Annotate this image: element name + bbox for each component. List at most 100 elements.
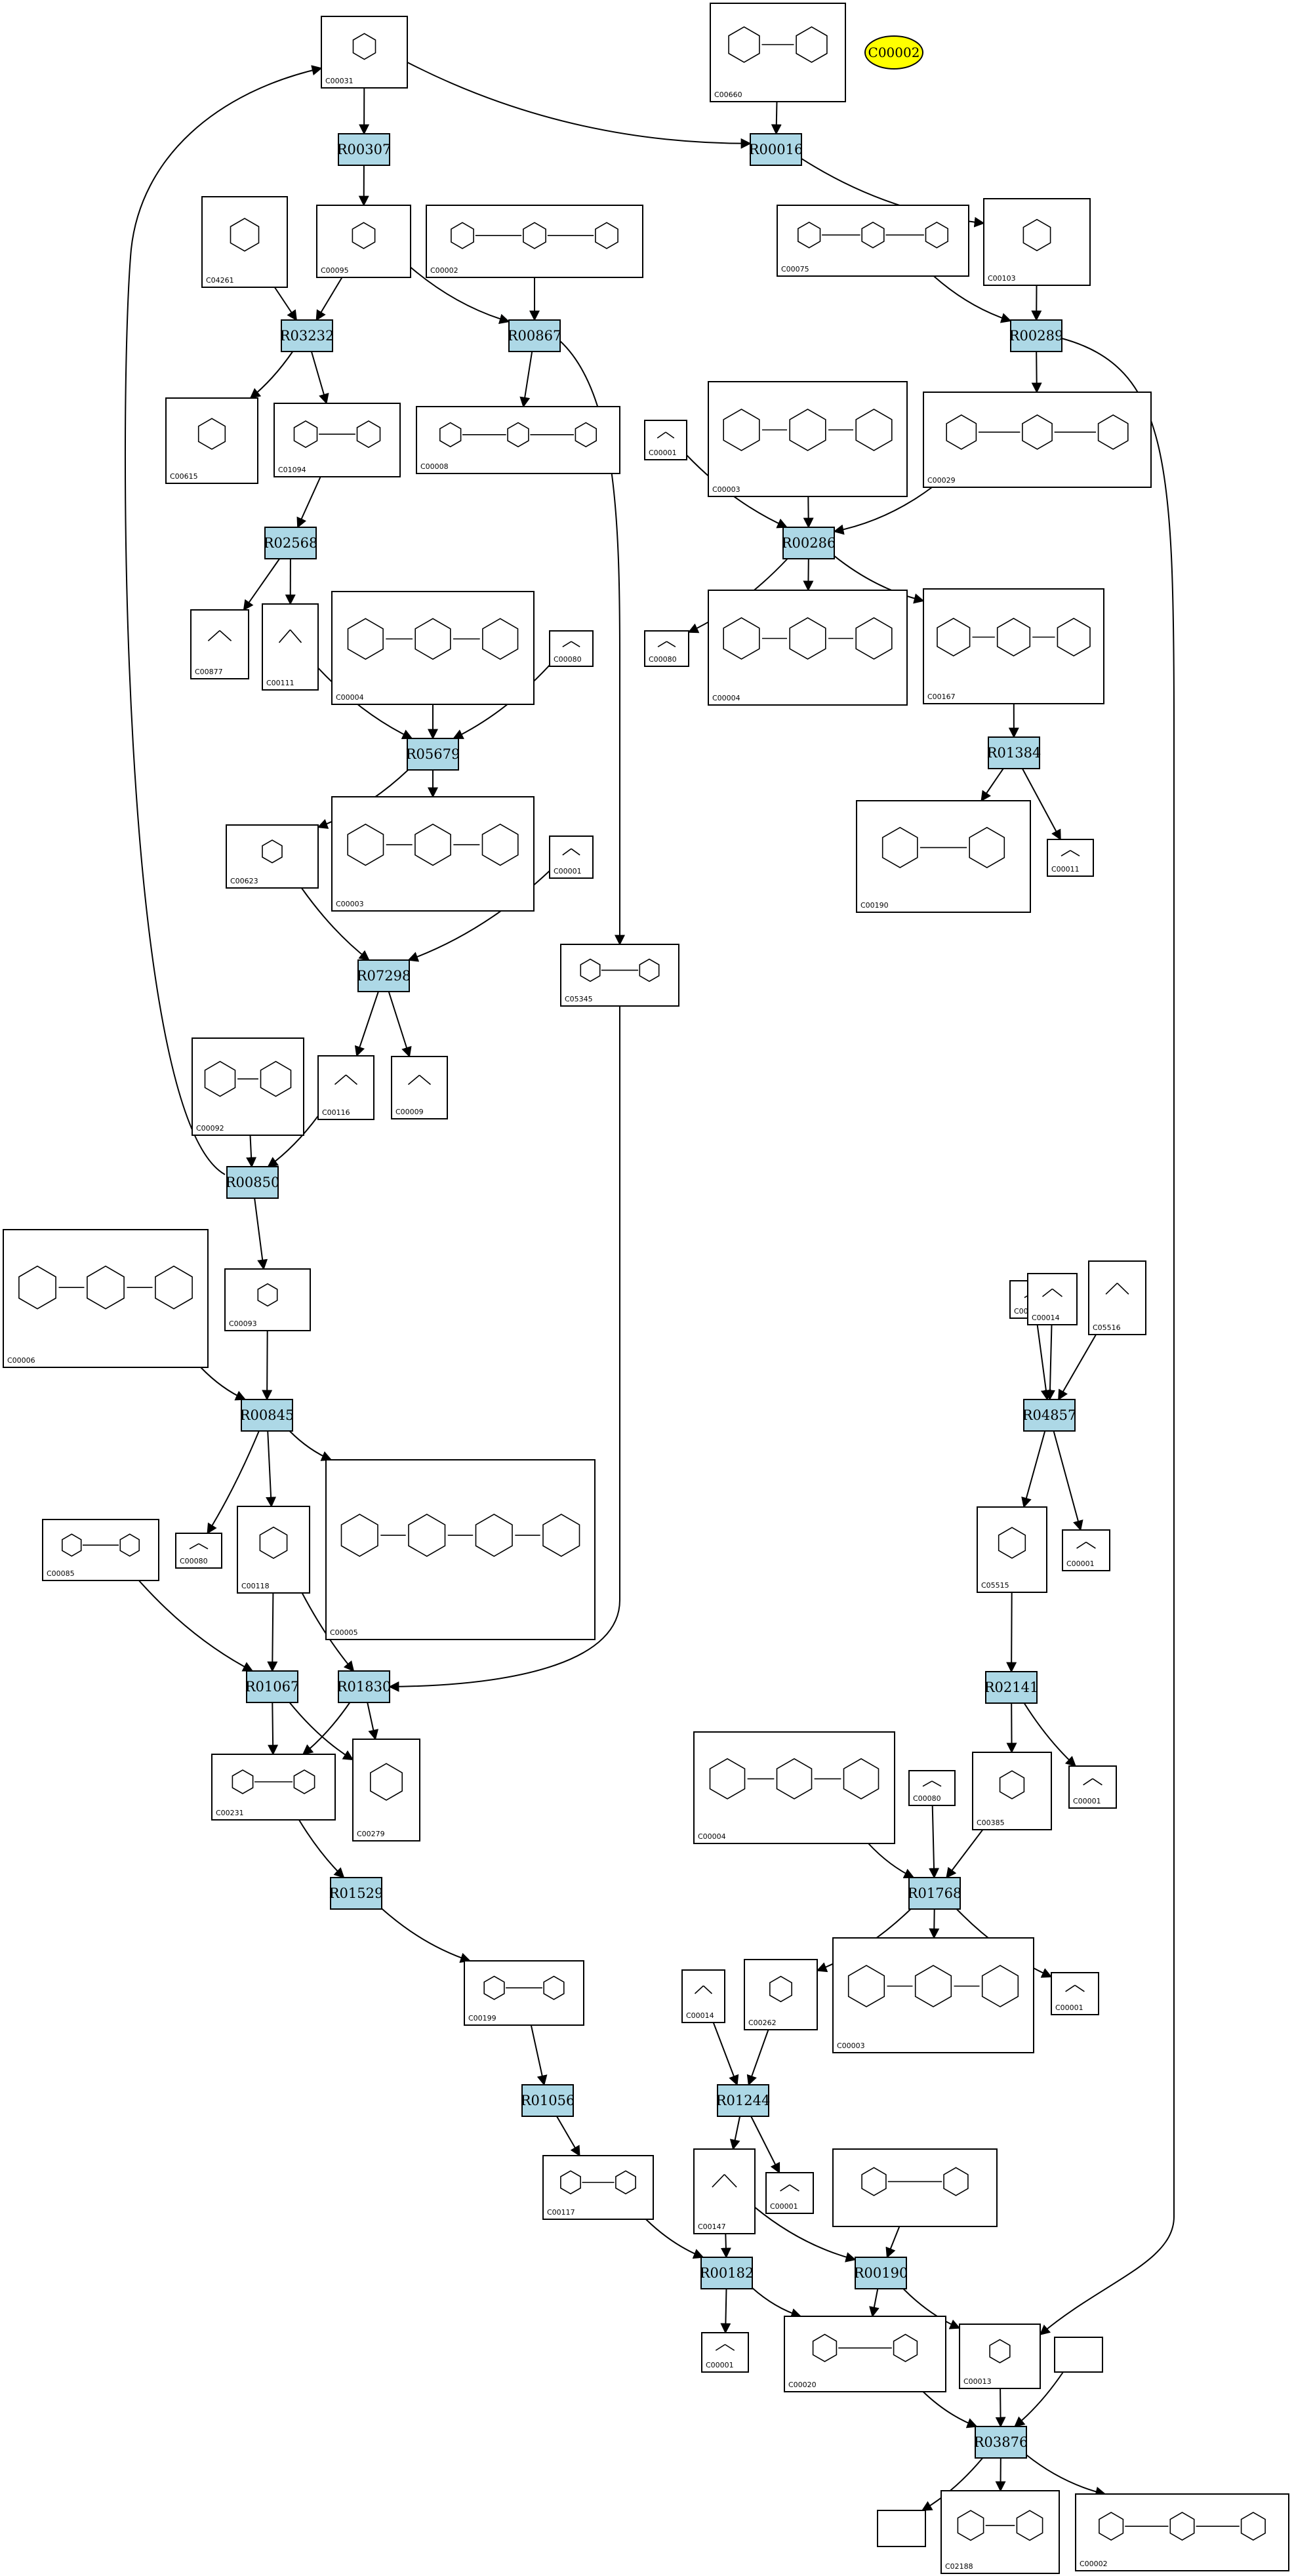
reaction-box[interactable] xyxy=(241,1399,293,1432)
compound-node-C00013[interactable]: C00013 xyxy=(959,2324,1041,2389)
compound-node-C00118[interactable]: C00118 xyxy=(237,1506,310,1594)
compound-box[interactable] xyxy=(1075,2493,1289,2571)
compound-box[interactable] xyxy=(190,609,249,679)
compound-box[interactable] xyxy=(165,397,258,484)
reaction-box[interactable] xyxy=(521,2084,574,2117)
highlight-ellipse[interactable] xyxy=(864,35,923,70)
compound-box[interactable] xyxy=(708,590,908,706)
compound-node-C00001e[interactable]: C00001 xyxy=(1051,1972,1099,2015)
compound-box[interactable] xyxy=(316,205,411,278)
compound-box[interactable] xyxy=(542,2155,654,2220)
compound-node-C00080b[interactable]: C00080 xyxy=(644,630,689,667)
compound-box[interactable] xyxy=(877,2510,926,2547)
reaction-box[interactable] xyxy=(988,736,1040,769)
compound-node-C00231[interactable]: C00231 xyxy=(211,1754,336,1821)
compound-box[interactable] xyxy=(856,800,1031,913)
reaction-node-R07298[interactable]: R07298 xyxy=(357,959,411,992)
compound-box[interactable] xyxy=(224,1268,311,1331)
compound-box[interactable] xyxy=(693,1731,895,1844)
reaction-node-R01830[interactable]: R01830 xyxy=(337,1670,392,1703)
compound-box[interactable] xyxy=(1027,1273,1078,1325)
compound-node-C00004b[interactable]: C00004 xyxy=(708,590,908,706)
compound-node-C00020[interactable]: C00020 xyxy=(784,2316,946,2392)
compound-box[interactable] xyxy=(959,2324,1041,2389)
compound-box[interactable] xyxy=(1062,1529,1110,1571)
reaction-box[interactable] xyxy=(226,1166,279,1199)
reaction-node-R00190[interactable]: R00190 xyxy=(854,2257,908,2289)
compound-node-C00877[interactable]: C00877 xyxy=(190,609,249,679)
compound-box[interactable] xyxy=(175,1533,222,1569)
reaction-node-R00016[interactable]: R00016 xyxy=(749,133,803,166)
compound-box[interactable] xyxy=(681,1969,725,2023)
compound-node-C00111[interactable]: C00111 xyxy=(262,603,319,691)
reaction-node-R04857[interactable]: R04857 xyxy=(1022,1399,1077,1432)
compound-box[interactable] xyxy=(744,1959,818,2030)
compound-box[interactable] xyxy=(1068,1765,1117,1809)
compound-node-C00147[interactable]: C00147 xyxy=(693,2148,756,2234)
compound-node-C00190[interactable]: C00190 xyxy=(856,800,1031,913)
reaction-node-R00845[interactable]: R00845 xyxy=(240,1399,294,1432)
reaction-node-R00307[interactable]: R00307 xyxy=(337,133,392,166)
compound-node-C00031[interactable]: C00031 xyxy=(321,16,408,89)
compound-node-C00167[interactable]: C00167 xyxy=(923,588,1104,704)
compound-node-C00003b[interactable]: C00003 xyxy=(331,796,535,912)
compound-node-C00empty1[interactable] xyxy=(1054,2337,1103,2373)
reaction-box[interactable] xyxy=(782,527,835,559)
compound-node-C00385[interactable]: C00385 xyxy=(972,1752,1052,1830)
compound-node-C00080d[interactable]: C00080 xyxy=(908,1770,956,1806)
compound-box[interactable] xyxy=(832,2148,998,2227)
reaction-box[interactable] xyxy=(281,319,333,352)
compound-box[interactable] xyxy=(710,3,846,102)
compound-node-C00001a[interactable]: C00001 xyxy=(644,420,687,460)
reaction-box[interactable] xyxy=(338,133,390,166)
compound-box[interactable] xyxy=(273,403,401,477)
compound-box[interactable] xyxy=(832,1937,1034,2053)
compound-box[interactable] xyxy=(940,2490,1060,2574)
reaction-node-R03876[interactable]: R03876 xyxy=(974,2426,1028,2459)
compound-node-C00029[interactable]: C00029 xyxy=(923,392,1152,488)
compound-box[interactable] xyxy=(693,2148,756,2234)
compound-node-C00085[interactable]: C00085 xyxy=(42,1519,159,1581)
compound-box[interactable] xyxy=(923,392,1152,488)
compound-box[interactable] xyxy=(549,630,594,667)
compound-node-C00empty2[interactable] xyxy=(877,2510,926,2547)
reaction-node-R01768[interactable]: R01768 xyxy=(908,1877,962,1910)
reaction-box[interactable] xyxy=(985,1671,1038,1704)
compound-box[interactable] xyxy=(331,591,535,705)
compound-box[interactable] xyxy=(237,1506,310,1594)
compound-box[interactable] xyxy=(784,2316,946,2392)
compound-node-C00119[interactable] xyxy=(832,2148,998,2227)
reaction-node-R00286[interactable]: R00286 xyxy=(782,527,836,559)
compound-node-C00003c[interactable]: C00003 xyxy=(832,1937,1034,2053)
compound-box[interactable] xyxy=(972,1752,1052,1830)
reaction-node-R00867[interactable]: R00867 xyxy=(508,319,562,352)
compound-box[interactable] xyxy=(983,198,1091,286)
compound-box[interactable] xyxy=(765,2172,814,2214)
reaction-box[interactable] xyxy=(855,2257,907,2289)
compound-box[interactable] xyxy=(1054,2337,1103,2373)
compound-node-C00075[interactable]: C00075 xyxy=(777,205,969,277)
compound-box[interactable] xyxy=(201,196,288,288)
reaction-box[interactable] xyxy=(264,527,317,559)
compound-node-C04261[interactable]: C04261 xyxy=(201,196,288,288)
compound-node-C00117[interactable]: C00117 xyxy=(542,2155,654,2220)
compound-box[interactable] xyxy=(908,1770,956,1806)
compound-box[interactable] xyxy=(391,1056,448,1119)
compound-node-C00093[interactable]: C00093 xyxy=(224,1268,311,1331)
compound-box[interactable] xyxy=(331,796,535,912)
compound-node-C00001d[interactable]: C00001 xyxy=(1068,1765,1117,1809)
compound-box[interactable] xyxy=(262,603,319,691)
reaction-node-R00289[interactable]: R00289 xyxy=(1009,319,1064,352)
compound-node-C02188[interactable]: C02188 xyxy=(940,2490,1060,2574)
compound-box[interactable] xyxy=(701,2332,749,2373)
compound-node-C00199[interactable]: C00199 xyxy=(464,1960,584,2026)
reaction-node-R02568[interactable]: R02568 xyxy=(264,527,318,559)
compound-node-C00262[interactable]: C00262 xyxy=(744,1959,818,2030)
compound-box[interactable] xyxy=(1047,839,1094,877)
compound-node-C00004c[interactable]: C00004 xyxy=(693,1731,895,1844)
reaction-node-R01384[interactable]: R01384 xyxy=(987,736,1041,769)
compound-box[interactable] xyxy=(317,1055,374,1120)
compound-node-C00103[interactable]: C00103 xyxy=(983,198,1091,286)
compound-box[interactable] xyxy=(977,1506,1047,1593)
compound-node-C00009a[interactable]: C00009 xyxy=(391,1056,448,1119)
